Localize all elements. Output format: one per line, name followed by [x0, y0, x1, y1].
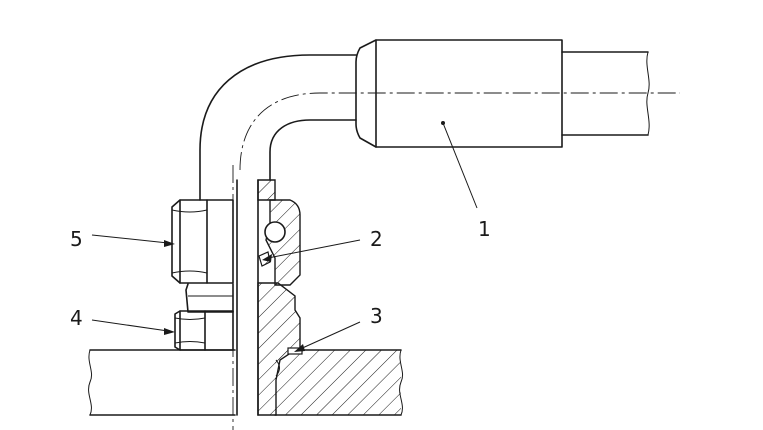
hose-ferrule: [355, 39, 563, 148]
leader-lines: [91, 121, 478, 352]
callout-4-label: 4: [70, 306, 83, 330]
callout-2-label: 2: [370, 227, 383, 251]
swivel-nut: [171, 199, 234, 284]
fitting-neck: [185, 283, 234, 313]
lock-nut: [174, 310, 234, 351]
hose: [561, 51, 650, 136]
callout-3-label: 3: [370, 304, 383, 328]
base-plate: [88, 349, 404, 416]
centerlines: [232, 92, 680, 430]
callout-5-label: 5: [70, 227, 83, 251]
callout-1-label: 1: [478, 217, 491, 241]
bent-tube: [199, 54, 357, 416]
